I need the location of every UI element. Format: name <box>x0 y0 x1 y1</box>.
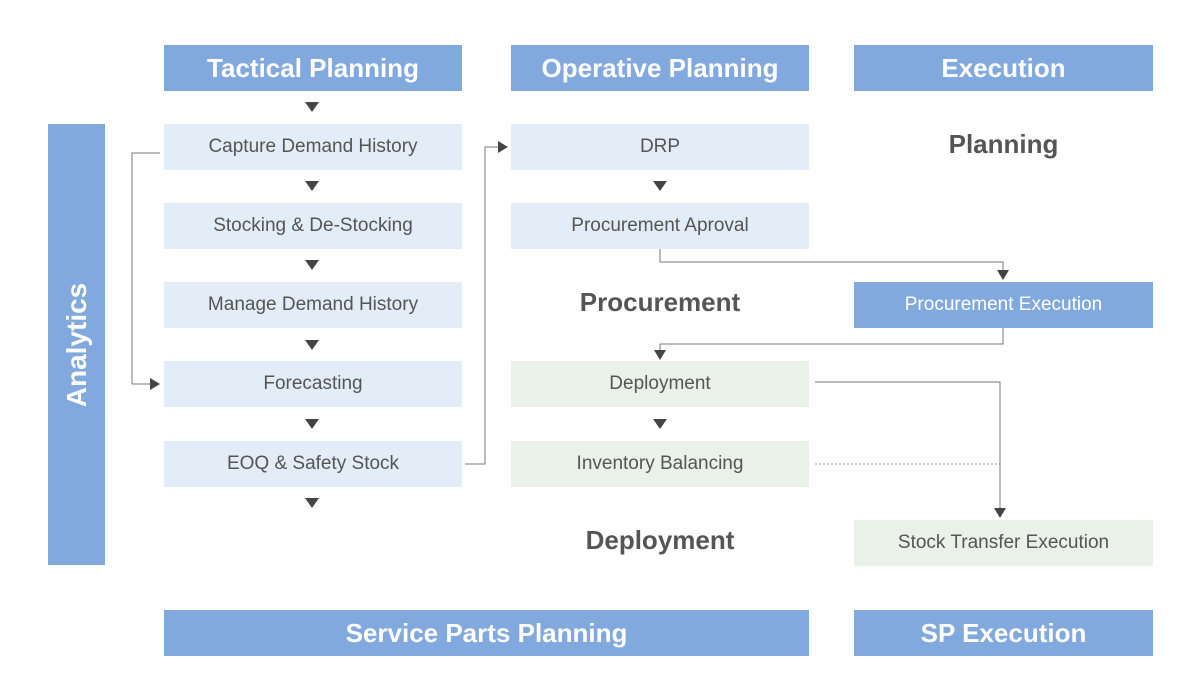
step-inventory-balancing: Inventory Balancing <box>511 441 809 487</box>
step-stock-transfer-execution: Stock Transfer Execution <box>854 520 1153 566</box>
down-arrow-icon <box>997 270 1009 280</box>
footer-service-parts-planning: Service Parts Planning <box>164 610 809 656</box>
section-label-deployment: Deployment <box>585 524 735 555</box>
down-arrow-icon <box>305 260 319 270</box>
down-arrow-icons <box>305 102 667 508</box>
down-arrow-icon <box>305 498 319 508</box>
step-procurement-approval: Procurement Aproval <box>511 203 809 249</box>
down-arrow-icon <box>305 102 319 112</box>
down-arrow-icon <box>654 350 666 360</box>
analytics-sidebar: Analytics <box>48 124 105 565</box>
step-deployment: Deployment <box>511 361 809 407</box>
connector-capture-to-forecasting <box>131 152 160 385</box>
right-arrow-icon <box>150 378 160 390</box>
down-arrow-icon <box>653 419 667 429</box>
down-arrow-icon <box>305 340 319 350</box>
section-label-planning: Planning <box>948 128 1059 159</box>
header-execution: Execution <box>854 45 1153 91</box>
step-procurement-execution: Procurement Execution <box>854 282 1153 328</box>
step-eoq-safety-stock: EOQ & Safety Stock <box>164 441 462 487</box>
down-arrow-icon <box>994 508 1006 518</box>
step-capture-demand-history: Capture Demand History <box>164 124 462 170</box>
connector-execution-to-deployment <box>659 328 1004 350</box>
down-arrow-icon <box>305 419 319 429</box>
down-arrow-icon <box>653 181 667 191</box>
connector-deployment-to-stock-transfer <box>815 381 1001 510</box>
right-arrow-icon <box>498 141 508 153</box>
connector-eoq-to-drp <box>465 146 500 465</box>
footer-sp-execution: SP Execution <box>854 610 1153 656</box>
down-arrow-icon <box>305 181 319 191</box>
header-operative-planning: Operative Planning <box>511 45 809 91</box>
connector-approval-to-execution <box>659 249 1004 270</box>
step-manage-demand-history: Manage Demand History <box>164 282 462 328</box>
section-label-procurement: Procurement <box>579 286 741 317</box>
step-forecasting: Forecasting <box>164 361 462 407</box>
header-tactical-planning: Tactical Planning <box>164 45 462 91</box>
step-stocking-destocking: Stocking & De-Stocking <box>164 203 462 249</box>
step-drp: DRP <box>511 124 809 170</box>
